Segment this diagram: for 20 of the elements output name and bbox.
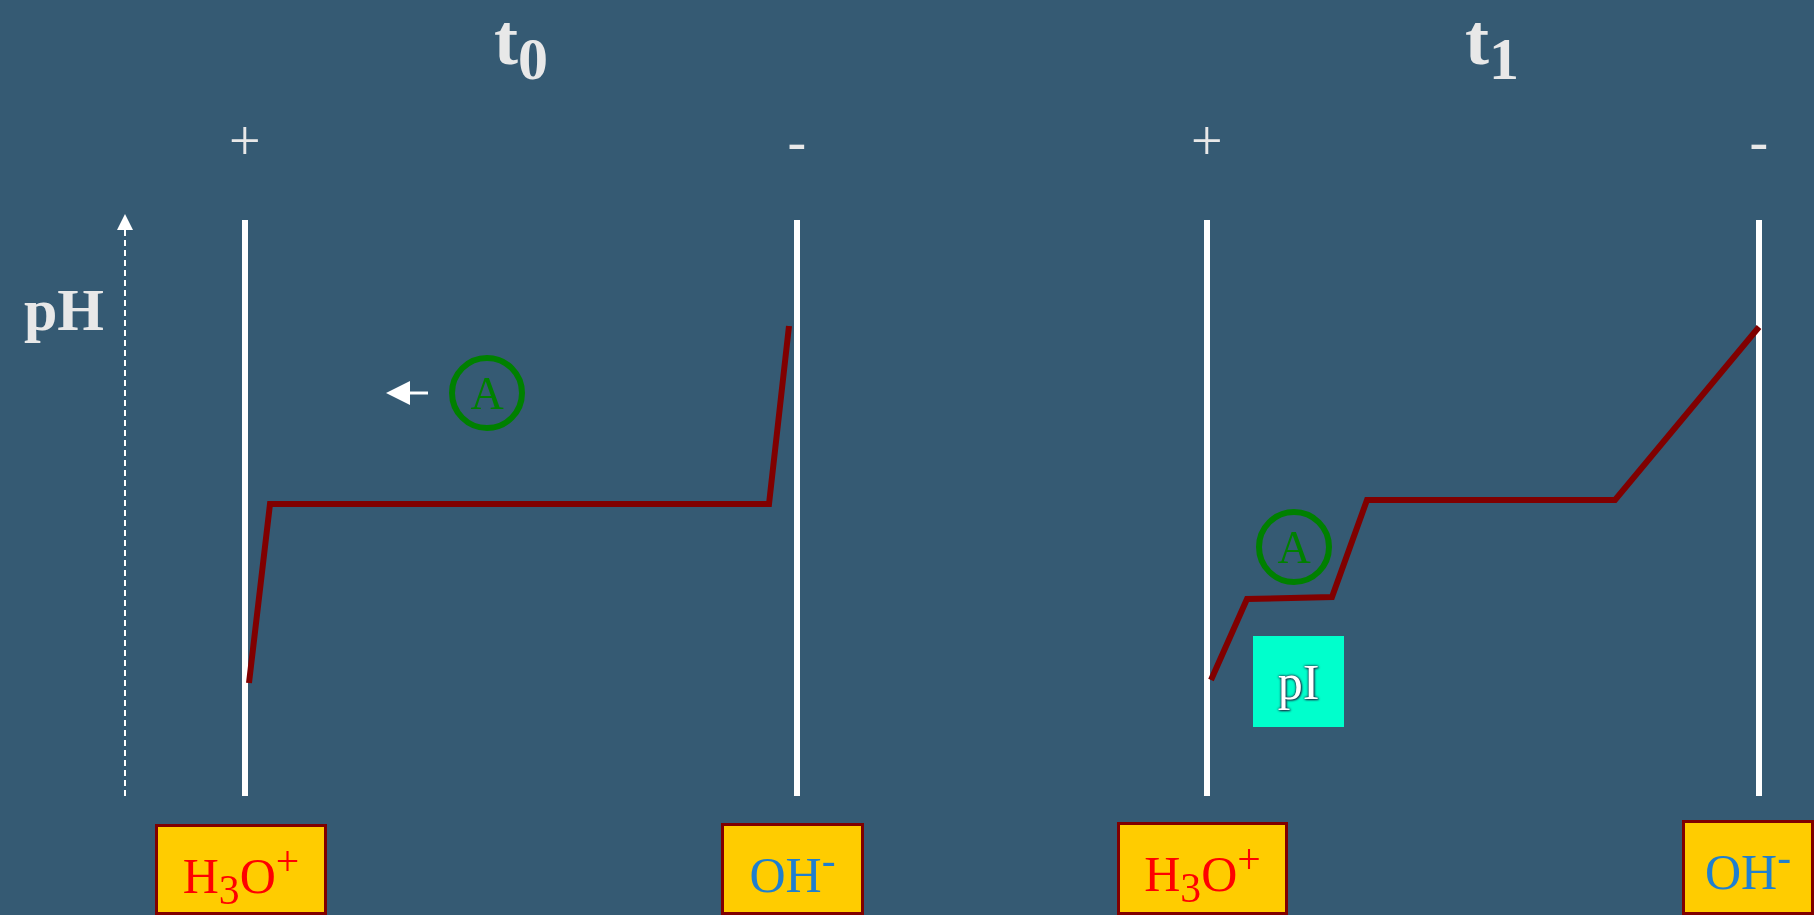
circled-molecule <box>449 355 525 431</box>
ion-box <box>1117 822 1288 915</box>
polarity-sign: + <box>229 113 261 169</box>
polarity-sign: - <box>787 113 807 169</box>
circled-molecule <box>1256 509 1332 585</box>
ion-formula: OH$^{-}$ <box>1704 833 1792 901</box>
molecule-label: A <box>1277 520 1311 574</box>
molecule-label: A <box>470 366 504 420</box>
ion-formula: H$_{3}$O$^{+}$ <box>1144 835 1261 912</box>
ion-box <box>721 823 864 915</box>
isoelectric-point-box <box>1253 636 1344 727</box>
ion-formula: OH$^{-}$ <box>749 836 836 904</box>
time-heading: t$_{1}$ <box>1465 3 1519 89</box>
polarity-sign: + <box>1191 113 1223 169</box>
time-heading: t$_{0}$ <box>494 3 548 89</box>
ion-formula: H$_{3}$O$^{+}$ <box>182 837 300 914</box>
ion-box <box>155 824 327 915</box>
polarity-sign: - <box>1749 113 1769 169</box>
ion-box <box>1682 820 1814 915</box>
pi-label: pI <box>1277 652 1320 711</box>
